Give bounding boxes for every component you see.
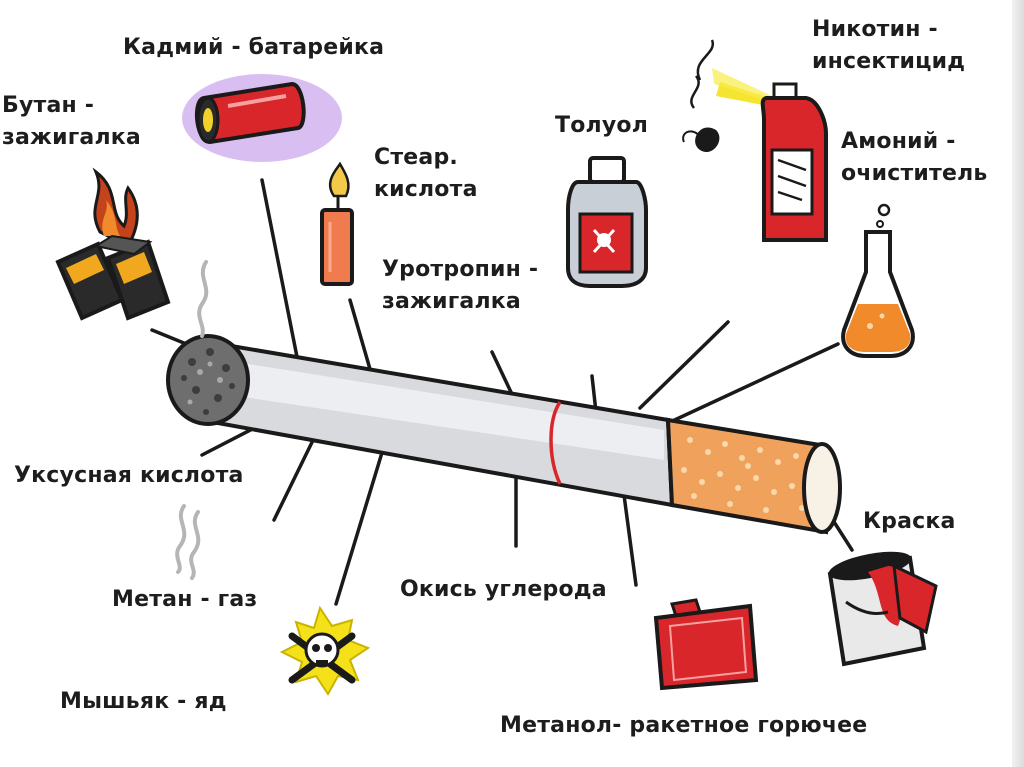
label-arsenic: Мышьяк - яд (60, 686, 227, 718)
label-toluene-text: Толуол (555, 113, 649, 138)
label-acetic-text: Уксусная кислота (14, 463, 244, 488)
label-methanol: Метанол- ракетное горючее (500, 710, 867, 742)
label-urotropin-line2: зажигалка (382, 289, 521, 314)
label-butane-line1: Бутан - (2, 93, 95, 118)
label-paint-text: Краска (863, 509, 956, 534)
label-nicotine-line1: Никотин - (812, 17, 938, 42)
smoke-icon (175, 260, 209, 580)
label-nicotine: Никотин - инсектицид (812, 14, 965, 78)
label-cadmium: Кадмий - батарейка (123, 32, 384, 64)
pointer-lines (150, 178, 854, 606)
label-urotropin: Уротропин - зажигалка (382, 254, 538, 318)
label-arsenic-text: Мышьяк - яд (60, 689, 227, 714)
candle-icon (320, 161, 354, 286)
fuel-canister-icon (653, 598, 759, 691)
label-carbon-monoxide: Окись углерода (400, 574, 607, 606)
label-methanol-text: Метанол- ракетное горючее (500, 713, 868, 738)
flask-icon (841, 203, 915, 358)
label-toluene: Толуол (555, 110, 648, 142)
label-acetic-acid: Уксусная кислота (14, 460, 244, 492)
label-stearic-line2: кислота (374, 177, 478, 202)
lighter-icon (55, 167, 171, 321)
label-ammonia-line1: Амоний - (841, 129, 956, 154)
label-carbon-monoxide-text: Окись углерода (400, 577, 607, 602)
label-butane: Бутан - зажигалка (2, 90, 141, 154)
label-methane-text: Метан - газ (112, 587, 258, 612)
skull-crossbones-icon (279, 605, 371, 696)
paint-can-icon (827, 551, 938, 667)
label-cadmium-text: Кадмий - батарейка (123, 35, 385, 60)
cigarette-icon (166, 334, 842, 535)
label-nicotine-line2: инсектицид (812, 49, 966, 74)
battery-icon (182, 74, 342, 162)
label-urotropin-line1: Уротропин - (382, 257, 539, 282)
page-edge-shadow (1012, 0, 1024, 767)
label-paint: Краска (863, 506, 956, 538)
toluene-bottle-icon (566, 156, 648, 288)
label-stearic-line1: Стеар. (374, 145, 458, 170)
label-ammonia-line2: очиститель (841, 161, 988, 186)
label-stearic-acid: Стеар. кислота (374, 142, 478, 206)
spray-can-icon (682, 39, 828, 242)
label-butane-line2: зажигалка (2, 125, 141, 150)
label-ammonia: Амоний - очиститель (841, 126, 988, 190)
label-methane: Метан - газ (112, 584, 257, 616)
